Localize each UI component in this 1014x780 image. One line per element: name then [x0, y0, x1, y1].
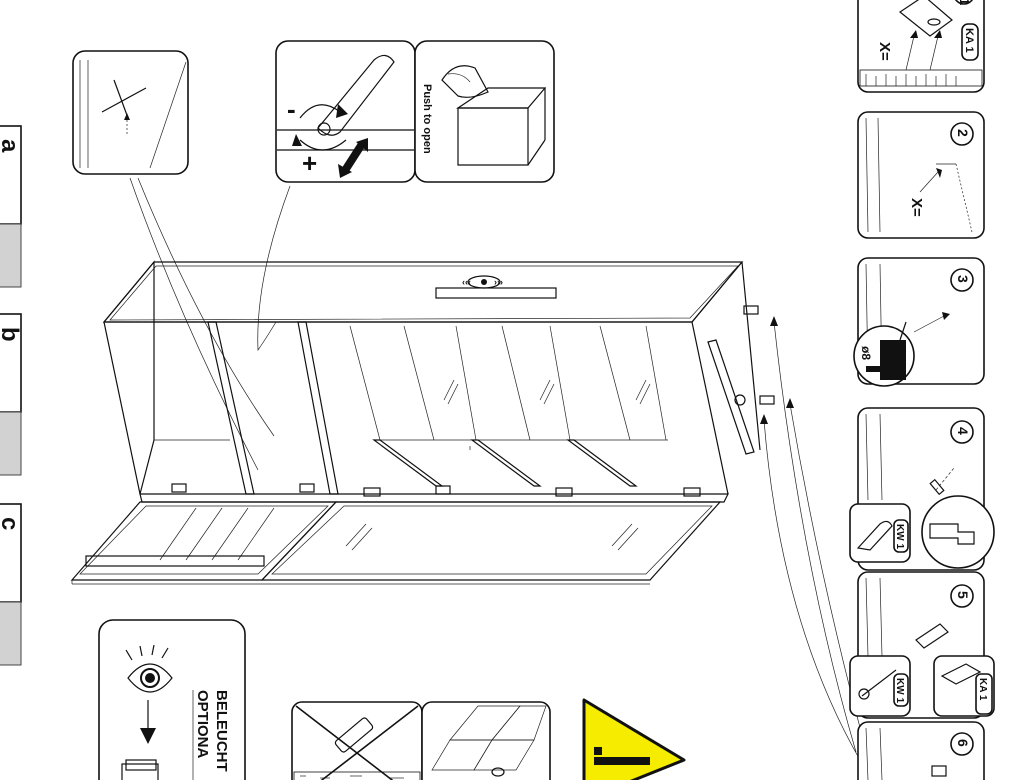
step-1-x-label: X= [876, 42, 893, 61]
side-tab-c-letter: c [0, 517, 23, 530]
push-to-open-callout: Push to open [414, 40, 555, 183]
step-3-number: 3 [955, 275, 971, 283]
step-4-part-label: KW 1 [894, 524, 905, 549]
step-1-panel: X= KA 1 1 [857, 0, 985, 93]
warning-sign: ! [582, 698, 686, 780]
wall-brick-panel [421, 701, 551, 780]
plus-sign: + [302, 148, 317, 178]
step-1-part-label: KA 1 [963, 28, 975, 53]
step-5-number: 5 [955, 591, 971, 599]
leader-line [137, 177, 275, 437]
side-tab-b: b [0, 313, 23, 476]
leader-line [257, 185, 291, 352]
lighting-note-line2: OPTIONA [194, 690, 211, 759]
step-4-panel: KW 1 4 [849, 407, 995, 571]
lighting-note-box: BELEUCHT OPTIONA [98, 619, 246, 780]
side-tab-a: a [0, 125, 23, 288]
side-tab-a-letter: a [0, 139, 23, 153]
push-to-open-label: Push to open [421, 84, 433, 154]
step-2-x-label: X= [908, 198, 925, 217]
wall-no-dowel-panel [291, 701, 423, 780]
step-5-panel: KW 1 KA 1 5 [849, 571, 995, 719]
step-arrows [760, 316, 867, 761]
step-5-bracket-label: KA 1 [977, 678, 988, 701]
step-3-panel: ø8 3 [853, 257, 985, 387]
adjuster-callout: - + [275, 40, 416, 183]
lighting-note-line1: BELEUCHT [213, 690, 230, 772]
side-tab-b-letter: b [0, 327, 23, 342]
step-1-number: 1 [957, 0, 972, 5]
step-3-drill-label: ø8 [859, 346, 873, 360]
step-4-number: 4 [955, 427, 971, 435]
hinge-detail-callout [72, 50, 189, 175]
step-2-panel: X= 2 [857, 111, 985, 239]
svg-text:›››: ››› [494, 277, 503, 287]
side-tab-c: c [0, 503, 23, 666]
svg-text:‹‹‹: ‹‹‹ [462, 277, 471, 287]
step-6-number: 6 [955, 739, 971, 747]
step-2-number: 2 [955, 129, 971, 137]
cabinet-drawing: ‹‹‹ ››› [70, 260, 775, 585]
minus-sign: - [287, 94, 296, 124]
step-5-screw-label: KW 1 [894, 678, 905, 703]
step-6-panel: 6 [857, 721, 985, 780]
